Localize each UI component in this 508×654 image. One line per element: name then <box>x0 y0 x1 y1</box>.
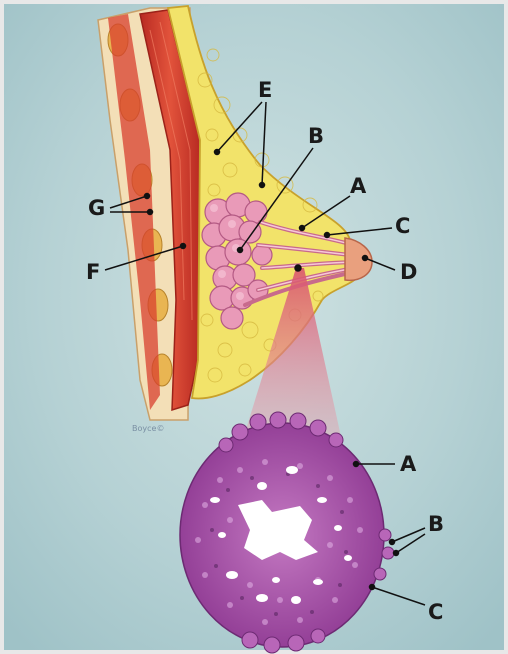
illustration-credit: Boyce© <box>132 424 164 433</box>
label-g: G <box>88 198 105 219</box>
label-f: F <box>86 262 100 283</box>
label-a: A <box>350 176 366 197</box>
label-b-section: B <box>428 514 444 535</box>
label-e: E <box>258 80 272 101</box>
label-a-section: A <box>400 454 416 475</box>
label-b: B <box>308 126 324 147</box>
label-c-section: C <box>428 602 443 623</box>
label-d: D <box>400 262 417 283</box>
label-c: C <box>395 216 410 237</box>
